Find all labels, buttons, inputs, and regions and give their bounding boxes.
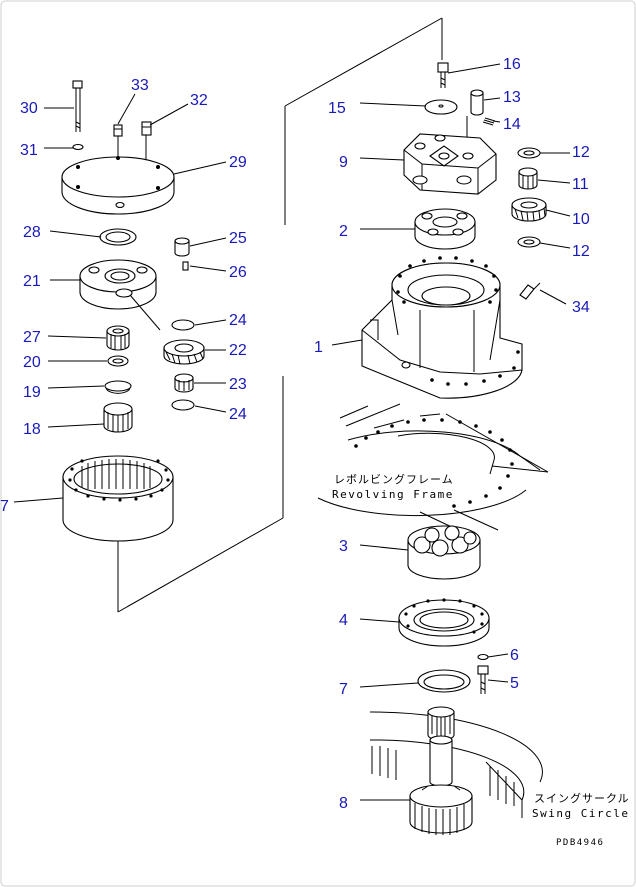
callout-13[interactable]: 13 bbox=[503, 89, 521, 106]
callout-4[interactable]: 4 bbox=[339, 612, 348, 629]
washer-20 bbox=[107, 355, 129, 367]
pin-26 bbox=[182, 261, 189, 271]
callout-28[interactable]: 28 bbox=[23, 224, 41, 241]
drawing-code: PDB4946 bbox=[556, 838, 604, 848]
callout-6[interactable]: 6 bbox=[510, 647, 519, 664]
callout-27[interactable]: 27 bbox=[23, 329, 41, 346]
swing-circle: スイングサークル Swing Circle bbox=[369, 711, 630, 820]
connector-top-diagonal bbox=[284, 17, 443, 107]
gear-3 bbox=[407, 525, 481, 580]
callout-23[interactable]: 23 bbox=[229, 376, 247, 393]
callout-22[interactable]: 22 bbox=[229, 342, 247, 359]
callout-7-left[interactable]: 7 bbox=[0, 498, 9, 515]
callout-21[interactable]: 21 bbox=[23, 273, 41, 290]
washer-12b bbox=[517, 236, 541, 248]
callout-14[interactable]: 14 bbox=[503, 116, 521, 133]
callout-10[interactable]: 10 bbox=[572, 211, 590, 228]
washer-24a bbox=[171, 319, 195, 331]
callout-25[interactable]: 25 bbox=[229, 230, 247, 247]
callout-8[interactable]: 8 bbox=[339, 795, 348, 812]
callout-15[interactable]: 15 bbox=[328, 100, 346, 117]
washer-15 bbox=[424, 99, 458, 115]
callout-20[interactable]: 20 bbox=[23, 354, 41, 371]
washer-12a bbox=[517, 147, 541, 159]
leader-lines bbox=[13, 63, 571, 801]
bolt-16 bbox=[437, 62, 449, 88]
fitting-34 bbox=[519, 282, 541, 300]
callout-31[interactable]: 31 bbox=[20, 142, 38, 159]
callout-18[interactable]: 18 bbox=[23, 421, 41, 438]
callout-24a[interactable]: 24 bbox=[229, 312, 247, 329]
pinion-shaft-8 bbox=[409, 706, 473, 835]
callout-34[interactable]: 34 bbox=[572, 299, 590, 316]
snap-ring-19 bbox=[104, 380, 132, 394]
bolt-5 bbox=[477, 665, 489, 694]
ring-28 bbox=[99, 228, 137, 246]
revolving-frame: レボルビングフレーム Revolving Frame bbox=[317, 403, 549, 531]
callout-11[interactable]: 11 bbox=[572, 176, 589, 193]
callout-19[interactable]: 19 bbox=[23, 384, 41, 401]
revolving-frame-label-en: Revolving Frame bbox=[332, 488, 454, 501]
callout-29[interactable]: 29 bbox=[229, 154, 247, 171]
washer-31 bbox=[72, 143, 84, 151]
ring-gear-7-left bbox=[62, 455, 174, 542]
swing-circle-label-en: Swing Circle bbox=[532, 807, 629, 820]
callout-12b[interactable]: 12 bbox=[572, 243, 590, 260]
callout-2[interactable]: 2 bbox=[339, 223, 348, 240]
callout-12a[interactable]: 12 bbox=[572, 144, 590, 161]
revolving-frame-label-jp: レボルビングフレーム bbox=[334, 472, 454, 486]
callout-30[interactable]: 30 bbox=[20, 100, 38, 117]
callout-24b[interactable]: 24 bbox=[229, 406, 247, 423]
carrier-21 bbox=[79, 259, 161, 331]
seal-7-right bbox=[417, 669, 471, 693]
pin-13 bbox=[466, 89, 484, 140]
washer-6 bbox=[477, 653, 489, 661]
callout-33[interactable]: 33 bbox=[131, 77, 149, 94]
callout-26[interactable]: 26 bbox=[229, 264, 247, 281]
callout-3[interactable]: 3 bbox=[339, 538, 348, 555]
callout-32[interactable]: 32 bbox=[190, 92, 208, 109]
bolt-30 bbox=[72, 80, 83, 132]
washer-24b bbox=[171, 399, 195, 411]
pin-25 bbox=[174, 237, 190, 257]
gear-27 bbox=[106, 325, 130, 351]
bearing-23 bbox=[174, 373, 194, 393]
gear-22 bbox=[163, 339, 205, 365]
gear-2 bbox=[414, 208, 476, 250]
housing-1 bbox=[361, 256, 523, 399]
cover-29 bbox=[61, 156, 175, 215]
pin-14 bbox=[482, 117, 496, 126]
gear-10 bbox=[511, 197, 547, 222]
callout-9[interactable]: 9 bbox=[339, 154, 348, 171]
connector-diagonal bbox=[117, 517, 284, 613]
callout-7-right[interactable]: 7 bbox=[339, 681, 348, 698]
swing-circle-label-jp: スイングサークル bbox=[534, 791, 630, 805]
callout-1[interactable]: 1 bbox=[314, 339, 323, 356]
callout-5[interactable]: 5 bbox=[510, 675, 519, 692]
carrier-9 bbox=[403, 133, 497, 195]
callout-16[interactable]: 16 bbox=[503, 56, 521, 73]
retainer-4 bbox=[398, 598, 490, 647]
bearing-11 bbox=[518, 167, 538, 190]
gear-18 bbox=[103, 402, 133, 433]
